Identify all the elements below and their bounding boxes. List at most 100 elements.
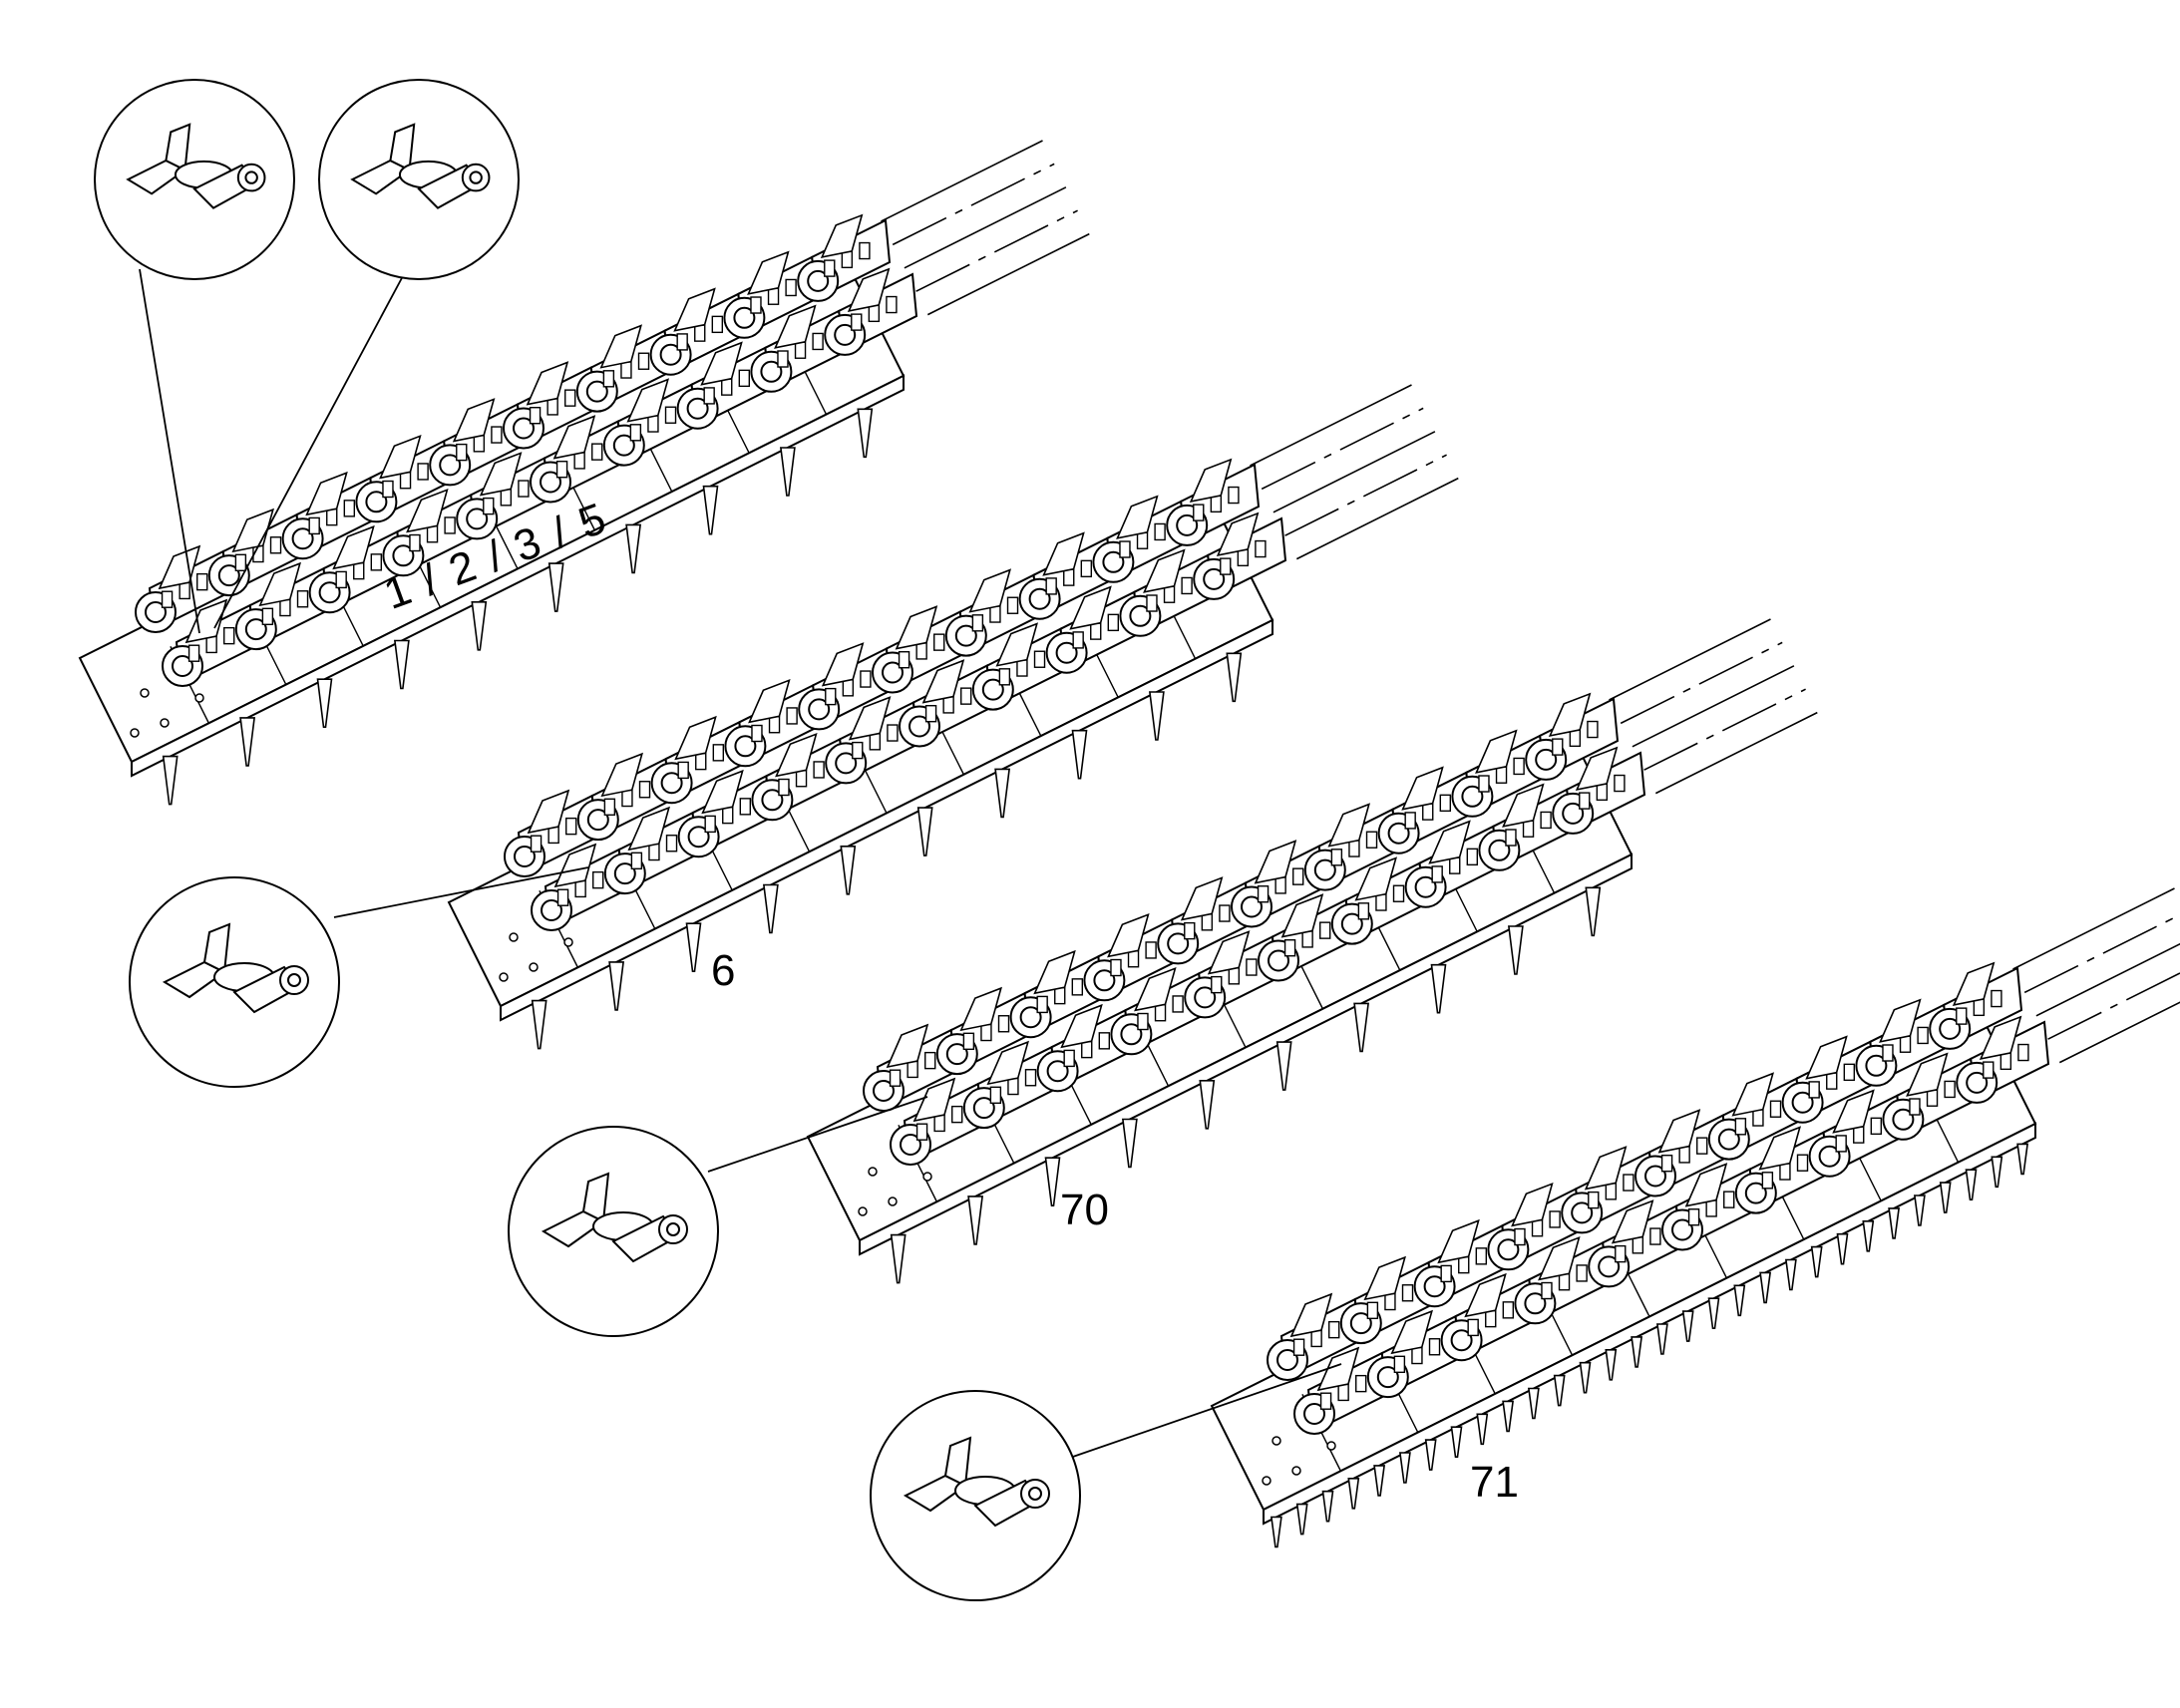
continuation-line — [2023, 913, 2180, 994]
link-window — [1678, 1146, 1690, 1164]
chain-pin — [807, 269, 830, 292]
link-window — [1687, 1208, 1700, 1226]
link-window — [1328, 1320, 1340, 1339]
link-window — [739, 798, 752, 816]
link-window — [1063, 1049, 1075, 1068]
link-window — [456, 443, 468, 462]
detail-callout-4 — [508, 1126, 719, 1337]
link-window — [491, 426, 503, 444]
chain-pin — [954, 624, 977, 647]
link-window — [573, 452, 585, 470]
chain-pin — [365, 491, 388, 513]
link-window — [842, 679, 855, 697]
link-window — [768, 716, 781, 734]
link-window — [353, 561, 365, 580]
chain-pin — [1497, 1238, 1520, 1261]
plate-hole — [1262, 1476, 1272, 1486]
plate-hole — [888, 1196, 898, 1206]
link-window — [483, 497, 495, 515]
continuation-line — [1261, 407, 1424, 491]
link-window — [1449, 856, 1461, 874]
link-window — [1926, 1089, 1939, 1107]
tooth — [1044, 1157, 1061, 1206]
plate-hole — [509, 932, 519, 942]
tooth — [1862, 1220, 1875, 1252]
chain-pin — [318, 581, 341, 604]
leader-line — [213, 273, 405, 629]
link-window — [2017, 1043, 2029, 1062]
link-window — [161, 590, 174, 608]
tooth — [1655, 1323, 1668, 1355]
link-window — [1917, 1026, 1929, 1045]
link-window — [1991, 989, 2002, 1008]
link-window — [887, 724, 899, 742]
link-window — [1181, 576, 1193, 595]
base-plate-edge — [500, 618, 1273, 1022]
chain-assemblies — [78, 140, 2180, 1548]
link-window — [564, 389, 576, 407]
tooth — [162, 755, 179, 806]
chain-clip — [1437, 1218, 1480, 1264]
chain-pin — [513, 417, 535, 440]
link-window — [1502, 1301, 1515, 1319]
link-window — [1779, 1163, 1791, 1181]
link-window — [703, 387, 715, 405]
link-window — [933, 633, 945, 651]
tooth — [1071, 729, 1088, 780]
link-window — [1475, 1247, 1488, 1265]
tooth — [685, 922, 702, 973]
link-window — [1107, 613, 1120, 632]
tooth — [1373, 1465, 1386, 1497]
link-window — [1201, 913, 1214, 931]
leader-line — [333, 866, 589, 918]
tooth — [1347, 1478, 1360, 1510]
tooth — [1527, 1387, 1540, 1420]
tooth — [1321, 1490, 1334, 1523]
link-window — [786, 707, 798, 725]
tooth — [1199, 1080, 1216, 1130]
chain-pin — [659, 343, 682, 366]
plate-slat — [820, 1163, 861, 1241]
chain-clip — [1180, 876, 1224, 921]
link-window — [1355, 1374, 1367, 1393]
link-window — [1956, 1007, 1968, 1025]
link-window — [629, 424, 642, 442]
link-window — [1522, 820, 1535, 838]
chain-pin — [1268, 949, 1289, 972]
link-window — [234, 553, 247, 572]
link-window — [1054, 986, 1066, 1005]
link-window — [1071, 978, 1084, 996]
chain-pin — [900, 1134, 921, 1156]
chain-pin — [612, 434, 635, 457]
link-window — [637, 352, 650, 370]
link-window — [1081, 1040, 1093, 1059]
chain-clip — [1611, 1199, 1654, 1244]
link-window — [1237, 548, 1250, 567]
link-window — [556, 888, 569, 906]
link-window — [1366, 1301, 1379, 1320]
link-window — [565, 817, 577, 836]
plate-hole — [858, 1206, 868, 1216]
tooth — [1733, 1284, 1746, 1317]
chain-clip — [673, 287, 716, 332]
tooth — [1476, 1413, 1489, 1446]
link-window — [574, 879, 586, 898]
link-window — [997, 1015, 1010, 1033]
link-window — [620, 361, 632, 379]
link-window — [1228, 967, 1241, 985]
link-window — [647, 415, 659, 433]
chain-clip — [1401, 766, 1444, 811]
detail-callouts — [94, 79, 1081, 1601]
chain-pin — [1966, 1071, 1989, 1094]
link-window — [205, 635, 217, 654]
chain-clip — [1280, 893, 1324, 938]
link-window — [1615, 1244, 1627, 1263]
continuation-line — [1295, 477, 1459, 560]
chain-clip — [821, 642, 865, 687]
link-window — [1211, 975, 1223, 994]
link-window — [1440, 1264, 1452, 1283]
link-window — [1826, 1072, 1838, 1090]
tooth — [531, 999, 547, 1050]
chain-clip — [1952, 961, 1996, 1006]
link-window — [812, 332, 824, 351]
